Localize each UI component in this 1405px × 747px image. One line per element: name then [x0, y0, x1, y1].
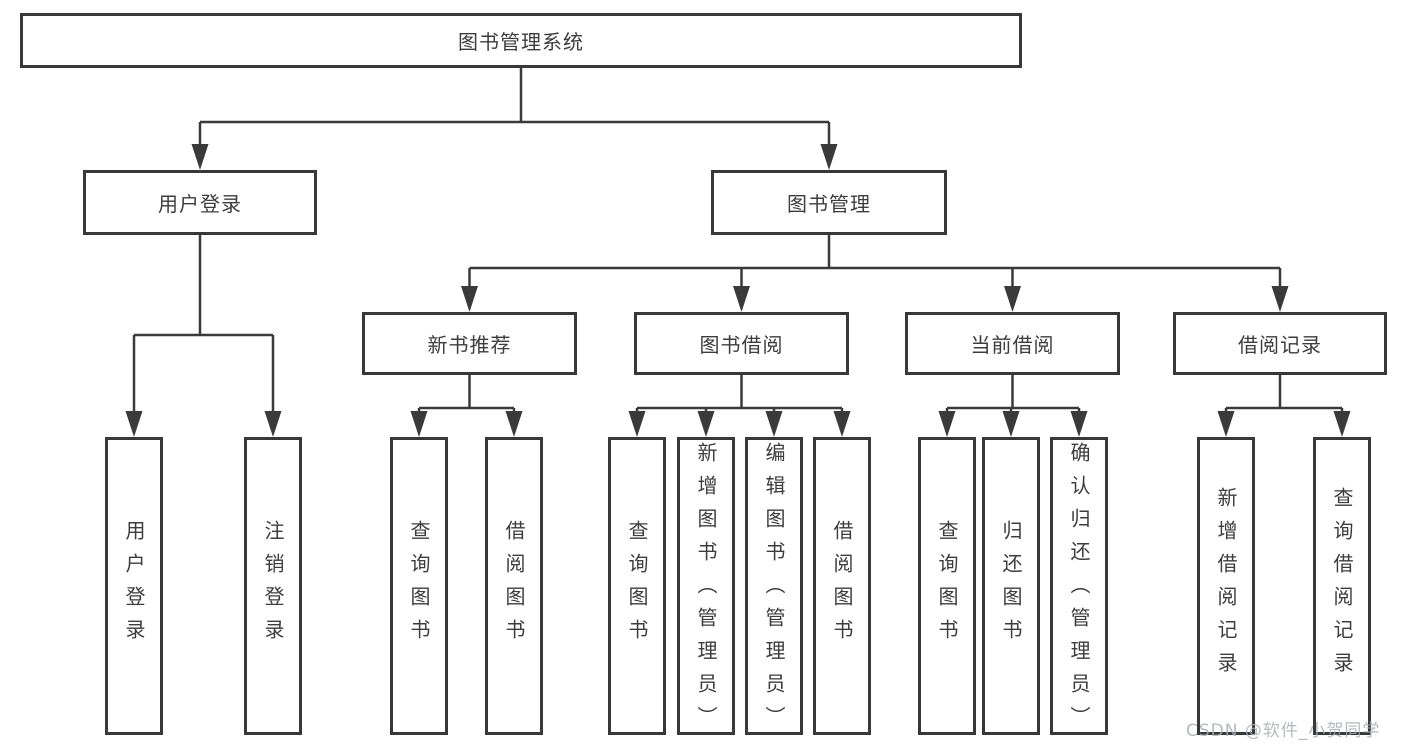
node-library-management-system: 图书管理系统 [20, 13, 1022, 68]
node-logout: 注销登录 [244, 437, 302, 735]
node-label: 图书借阅 [699, 333, 784, 357]
connector-book-borrow-to-leaves [635, 375, 844, 413]
node-label: 查询借阅记录 [1330, 487, 1354, 685]
node-label: 图书管理系统 [458, 30, 584, 54]
node-label: 编辑图书（管理员） [762, 442, 786, 739]
connector-user-login-to-leaves [132, 235, 275, 413]
node-new-book-recommend: 新书推荐 [362, 312, 577, 375]
node-user-login: 用户登录 [83, 170, 317, 235]
arrowheads [125, 144, 1351, 437]
node-add-borrow-record: 新增借阅记录 [1197, 437, 1255, 735]
node-user-login-leaf: 用户登录 [105, 437, 163, 735]
node-label: 新增图书（管理员） [694, 442, 718, 739]
node-label: 用户登录 [122, 520, 146, 652]
node-current-borrowing: 当前借阅 [905, 312, 1120, 375]
node-book-management: 图书管理 [711, 170, 947, 235]
connector-root-to-level1 [198, 68, 831, 146]
node-borrow-books: 借阅图书 [813, 437, 871, 735]
node-query-borrow-record: 查询借阅记录 [1313, 437, 1371, 735]
connector-new-rec-to-leaves [417, 375, 516, 413]
node-add-books-admin: 新增图书（管理员） [677, 437, 735, 739]
connector-borrow-records-to-leaves [1224, 375, 1344, 413]
node-return-books: 归还图书 [982, 437, 1040, 735]
node-label: 用户登录 [158, 192, 242, 216]
connector-book-mgmt-to-level2 [468, 235, 1282, 288]
node-borrow-books-rec: 借阅图书 [485, 437, 543, 735]
node-label: 借阅图书 [502, 520, 526, 652]
connector-current-borrow-to-leaves [945, 375, 1081, 413]
csdn-watermark: CSDN @软件_小贺同学 [1186, 721, 1381, 741]
node-book-borrowing: 图书借阅 [634, 312, 849, 375]
node-query-books-borrow: 查询图书 [608, 437, 666, 735]
node-label: 注销登录 [261, 520, 285, 652]
node-query-books-rec: 查询图书 [390, 437, 448, 735]
node-label: 查询图书 [407, 520, 431, 652]
node-label: 借阅记录 [1238, 333, 1322, 357]
node-label: 图书管理 [787, 192, 871, 216]
node-label: 新书推荐 [427, 333, 512, 357]
node-label: 当前借阅 [970, 333, 1055, 357]
node-label: 确认归还（管理员） [1067, 442, 1091, 739]
node-label: 新增借阅记录 [1214, 487, 1238, 685]
node-label: 查询图书 [625, 520, 649, 652]
node-borrowing-records: 借阅记录 [1173, 312, 1387, 375]
node-confirm-return-admin: 确认归还（管理员） [1050, 437, 1108, 739]
node-label: 查询图书 [935, 520, 959, 652]
node-edit-books-admin: 编辑图书（管理员） [745, 437, 803, 739]
node-label: 归还图书 [999, 520, 1023, 652]
node-label: 借阅图书 [830, 520, 854, 652]
node-query-books-current: 查询图书 [918, 437, 976, 735]
